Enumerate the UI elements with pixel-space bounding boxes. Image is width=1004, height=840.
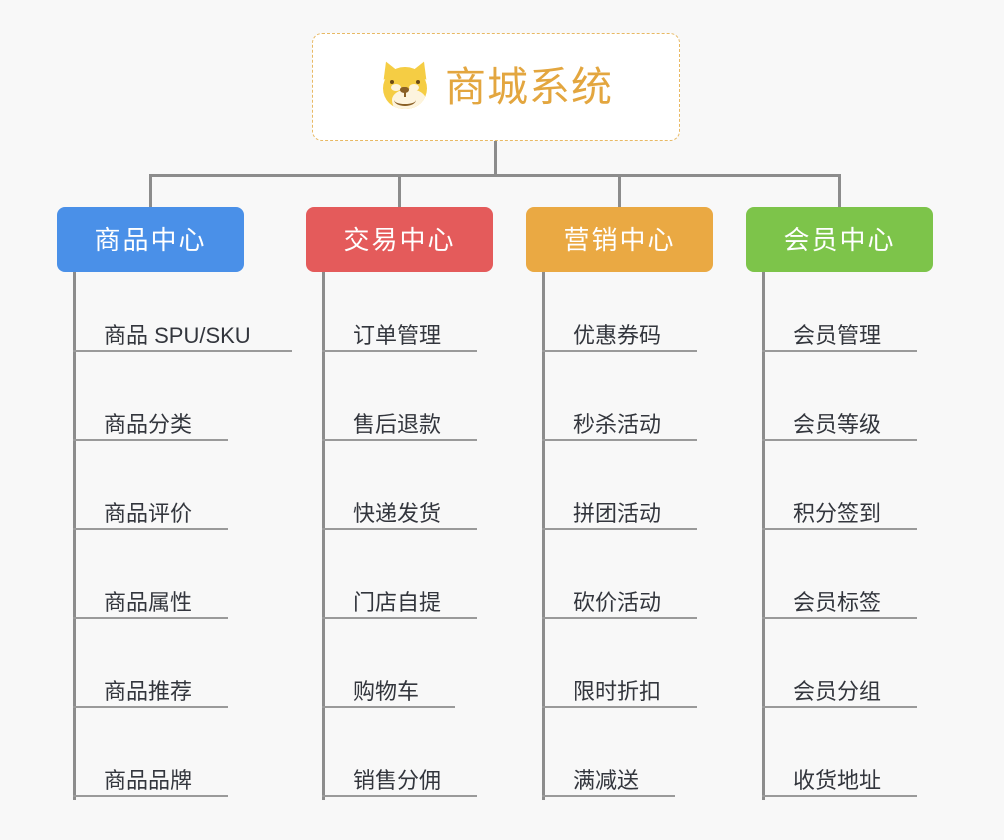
branch-商品中心: 商品中心 商品 SPU/SKU 商品分类 商品评价 商品属性 商品推荐 [57,207,292,800]
branch-营销中心: 营销中心 优惠券码 秒杀活动 拼团活动 砍价活动 限时折扣 [526,207,713,800]
branch-会员中心: 会员中心 会员管理 会员等级 积分签到 会员标签 会员分组 [746,207,933,800]
leaf-underline [73,439,228,441]
leaf-label: 购物车 [353,679,420,704]
root-stem-connector [494,141,497,176]
leaf-label: 商品 SPU/SKU [104,323,251,348]
leaf-underline [322,706,455,708]
leaf-label: 商品品牌 [104,768,193,793]
leaf-underline [73,795,228,797]
leaf-underline [762,528,917,530]
branch-drop-connector-2 [398,174,401,207]
leaf-underline [73,617,228,619]
leaf-stem-4 [762,272,765,800]
leaf-underline [322,617,477,619]
leaf-underline [762,617,917,619]
category-label-3: 营销中心 [563,224,676,255]
branch-交易中心: 交易中心 订单管理 售后退款 快递发货 门店自提 购物车 [306,207,493,800]
leaf-underline [73,528,228,530]
leaf-stem-3 [542,272,545,800]
leaf-underline [762,795,917,797]
leaf-underline [322,439,477,441]
leaf-label: 砍价活动 [573,590,662,615]
category-box-2[interactable]: 交易中心 [306,207,493,272]
leaf-label: 优惠券码 [573,323,662,348]
leaf-label: 售后退款 [353,412,442,437]
leaf-underline [542,795,675,797]
leaf-underline [542,706,697,708]
leaf-label: 商品属性 [104,590,193,615]
leaf-label: 商品分类 [104,412,193,437]
branch-drop-connector-4 [838,174,841,207]
leaf-label: 会员等级 [793,412,882,437]
dog-face-icon [377,58,433,113]
leaf-underline [73,350,292,352]
leaf-underline [322,350,477,352]
leaf-underline [322,795,477,797]
leaf-label: 会员分组 [793,679,882,704]
leaf-label: 快递发货 [353,501,442,526]
leaf-underline [762,439,917,441]
category-box-3[interactable]: 营销中心 [526,207,713,272]
category-label-2: 交易中心 [343,224,456,255]
leaf-underline [322,528,477,530]
leaf-stem-2 [322,272,325,800]
leaf-label: 积分签到 [793,501,882,526]
leaf-label: 收货地址 [793,768,882,793]
leaf-label: 会员管理 [793,323,882,348]
leaf-label: 商品评价 [104,501,193,526]
leaf-label: 销售分佣 [353,768,442,793]
leaf-label: 满减送 [573,768,640,793]
leaf-label: 限时折扣 [573,679,662,704]
category-label-1: 商品中心 [94,224,207,255]
leaf-underline [762,350,917,352]
category-box-4[interactable]: 会员中心 [746,207,933,272]
leaf-label: 秒杀活动 [573,412,662,437]
category-box-1[interactable]: 商品中心 [57,207,244,272]
leaf-underline [542,528,697,530]
leaf-underline [542,617,697,619]
leaf-label: 拼团活动 [573,501,662,526]
branch-drop-connector-1 [149,174,152,207]
leaf-label: 门店自提 [353,590,442,615]
leaf-underline [73,706,228,708]
leaf-label: 会员标签 [793,590,882,615]
leaf-stem-1 [73,272,76,800]
branch-drop-connector-3 [618,174,621,207]
leaf-label: 商品推荐 [104,679,193,704]
horizontal-bus-connector [149,174,840,177]
root-title: 商城系统 [445,63,613,110]
leaf-label: 订单管理 [353,323,442,348]
leaf-underline [762,706,917,708]
root-node[interactable]: 商城系统 [312,33,680,141]
leaf-underline [542,350,697,352]
category-label-4: 会员中心 [783,224,896,255]
leaf-underline [542,439,697,441]
